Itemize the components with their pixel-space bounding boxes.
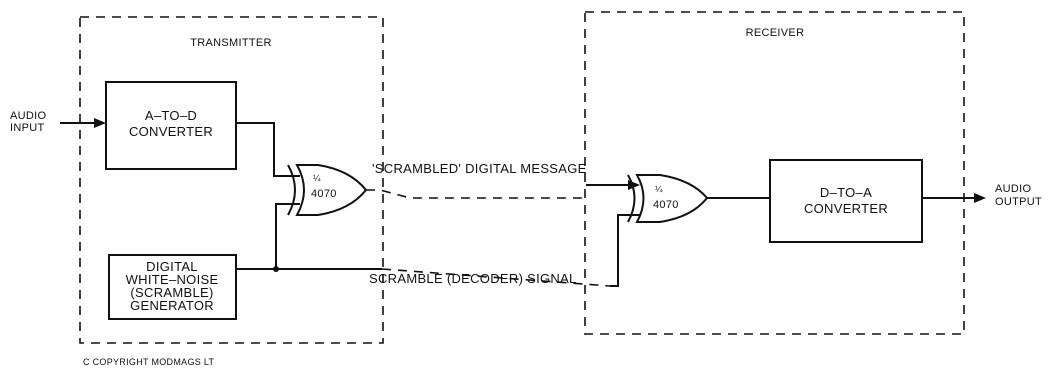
noise-generator-line2: WHITE–NOISE (126, 272, 219, 287)
dac-label-line2: CONVERTER (804, 201, 888, 216)
noise-generator-box (108, 254, 237, 320)
noise-generator-line4: GENERATOR (130, 298, 214, 313)
audio-output-label-line2: OUTPUT (995, 196, 1042, 208)
noise-generator-line1: DIGITAL (146, 259, 198, 274)
dac-box (769, 159, 923, 243)
receiver-region (584, 11, 965, 335)
rx-xor-chip: 4070 (653, 199, 679, 211)
tx-xor-gate (287, 164, 368, 216)
adc-box (105, 81, 237, 170)
rx-xor-fraction: ¼ (655, 184, 663, 194)
audio-output-arrow (974, 193, 986, 203)
scrambled-message-label: 'SCRAMBLED' DIGITAL MESSAGE (372, 161, 587, 176)
audio-input-label-line2: INPUT (10, 122, 45, 134)
decoder-signal-label: SCRAMBLE (DECODER) SIGNAL (369, 271, 577, 286)
tx-xor-chip: 4070 (311, 188, 337, 200)
decoder-to-xor-wire (610, 214, 640, 287)
copyright-text: C COPYRIGHT MODMAGS LT (83, 357, 214, 367)
adc-label-line1: A–TO–D (145, 108, 197, 123)
rx-xor-gate (627, 174, 709, 223)
noise-junction-dot (273, 266, 279, 272)
audio-input-arrow (94, 118, 106, 128)
transmitter-title: TRANSMITTER (190, 37, 272, 49)
audio-output-label-line1: AUDIO (995, 183, 1031, 195)
receiver-title: RECEIVER (746, 27, 805, 39)
transmitter-region (79, 16, 384, 344)
dac-label-line1: D–TO–A (820, 185, 872, 200)
audio-input-label-line1: AUDIO (10, 110, 46, 122)
adc-to-xor-wire (236, 122, 300, 177)
tx-xor-fraction: ¼ (313, 173, 321, 183)
noise-generator-line3: (SCRAMBLE) (130, 285, 213, 300)
adc-label-line2: CONVERTER (129, 124, 213, 139)
decoder-signal-link (381, 268, 611, 287)
scrambled-message-link (366, 189, 586, 199)
